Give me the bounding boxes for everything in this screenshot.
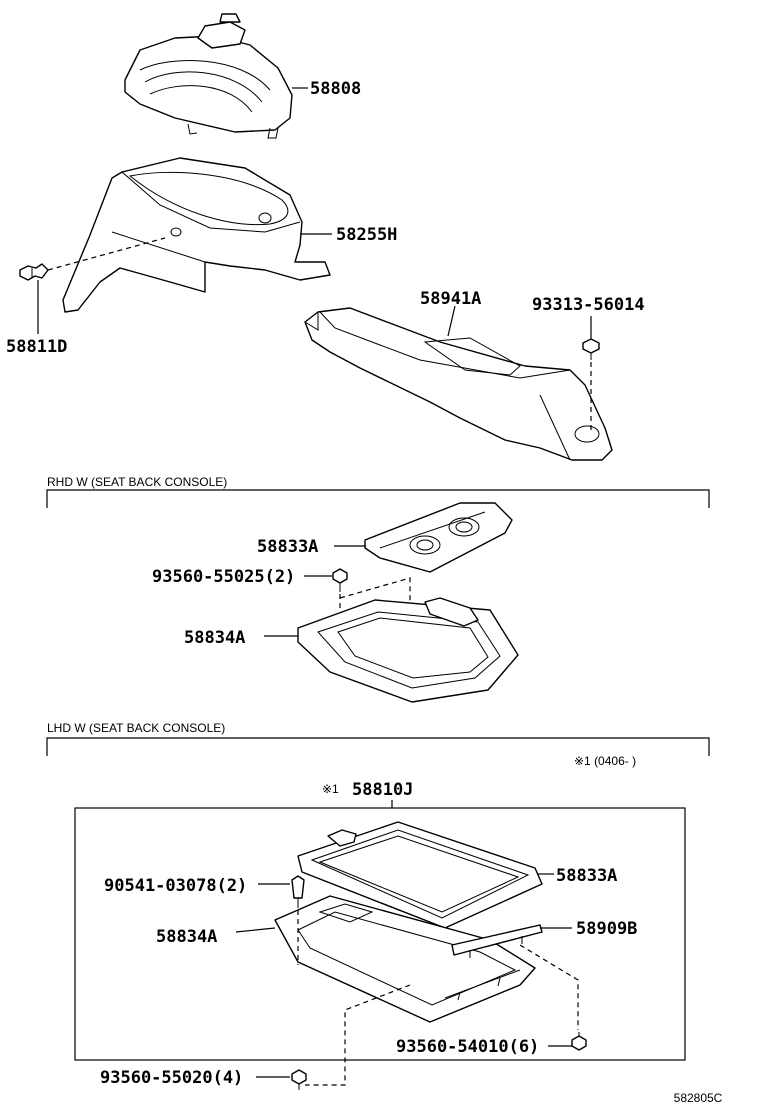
lhd-section-frame <box>46 737 710 756</box>
bolt-93313-56014-illustration <box>582 338 600 360</box>
leader-58941A <box>447 305 456 337</box>
part-label-58941A: 58941A <box>420 289 481 309</box>
part-label-rhd-93560-55025: 93560-55025(2) <box>152 567 295 587</box>
dashed-guides-lhd <box>297 910 579 1086</box>
leader-lhd-58834A <box>235 927 276 933</box>
part-label-58255H: 58255H <box>336 225 397 245</box>
production-range-note: ※1 (0406- ) <box>574 754 636 768</box>
dashed-guide-rhd-screw <box>339 577 411 645</box>
assembly-marker: ※1 <box>322 782 339 796</box>
shift-bezel-illustration <box>62 157 331 313</box>
dashed-guide-58811D <box>47 237 166 271</box>
part-label-lhd-90541-03078: 90541-03078(2) <box>104 876 247 896</box>
lhd-cover-frame-illustration <box>297 821 543 929</box>
screw-58811D-illustration <box>19 263 49 281</box>
diagram-reference-number: 582805C <box>674 1091 723 1105</box>
part-label-rhd-58834A: 58834A <box>184 628 245 648</box>
shift-boot-illustration <box>124 13 293 139</box>
part-label-lhd-58834A: 58834A <box>156 927 217 947</box>
lhd-screw-93560-55020-illustration <box>291 1069 307 1090</box>
lhd-screw-93560-54010-illustration <box>571 1032 587 1051</box>
assembly-box-58810J <box>74 807 686 1061</box>
part-label-lhd-93560-54010: 93560-54010(6) <box>396 1037 539 1057</box>
part-label-rhd-58833A: 58833A <box>257 537 318 557</box>
console-panel-illustration <box>304 307 613 461</box>
rhd-screw-93560-55025-illustration <box>332 568 348 592</box>
rhd-section-title: RHD W (SEAT BACK CONSOLE) <box>47 475 227 489</box>
rhd-tray-illustration <box>297 597 519 703</box>
part-label-lhd-58833A: 58833A <box>556 866 617 886</box>
part-label-58808: 58808 <box>310 79 361 99</box>
lhd-stud-90541-03078-illustration <box>291 875 305 908</box>
part-label-58811D: 58811D <box>6 337 67 357</box>
part-label-lhd-58810J: 58810J <box>352 780 413 800</box>
lhd-plate-58909B-illustration <box>451 924 543 958</box>
part-label-lhd-93560-55020: 93560-55020(4) <box>100 1068 243 1088</box>
rhd-section-frame <box>46 489 710 508</box>
lhd-tray-illustration <box>274 895 536 1023</box>
lhd-section-title: LHD W (SEAT BACK CONSOLE) <box>47 721 225 735</box>
rhd-cupholder-cover-illustration <box>364 502 513 573</box>
part-label-93313-56014: 93313-56014 <box>532 295 645 315</box>
part-label-lhd-58909B: 58909B <box>576 919 637 939</box>
